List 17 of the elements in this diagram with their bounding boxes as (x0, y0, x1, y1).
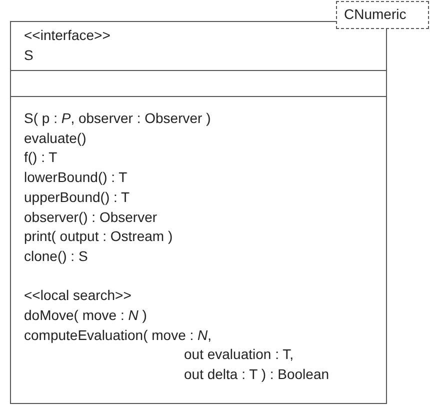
class-box (10, 21, 387, 404)
operation-text: doMove( move : N ) (24, 306, 147, 326)
attribute-compartment (11, 70, 386, 97)
operation-text: S( p : P, observer : Observer ) (24, 109, 211, 128)
operation-text: print( output : Ostream ) (24, 227, 173, 246)
operation-text: clone() : S (24, 246, 88, 266)
stereotype-label: <<interface>> (24, 26, 110, 45)
class-name: S (24, 46, 34, 65)
operation-text: computeEvaluation( move : N, out evaluation : T, out delta : T ) : Boolean (24, 326, 330, 384)
parameter-name: CNumeric (344, 5, 406, 24)
operation-text: evaluate() (24, 128, 86, 148)
operation-text: upperBound() : T (24, 188, 130, 207)
operation-text: f() : T (24, 148, 58, 168)
operation-text: <<local search>> (24, 286, 132, 306)
operation-text: observer() : Observer (24, 208, 158, 227)
operation-text: lowerBound() : T (24, 168, 128, 188)
template-parameter-box (336, 1, 429, 29)
